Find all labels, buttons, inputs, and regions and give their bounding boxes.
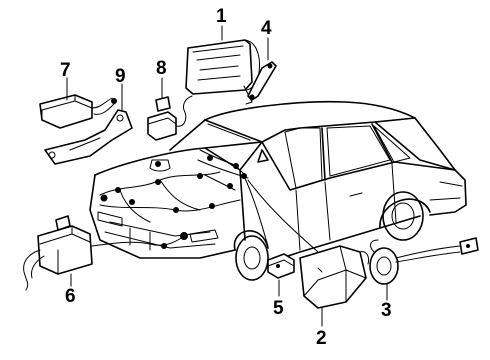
front-impact-sensor xyxy=(39,94,117,129)
callout-6: 6 xyxy=(65,286,76,307)
callout-numbers: 1 4 7 9 8 6 5 2 3 xyxy=(60,6,392,349)
passenger-sensor-connector xyxy=(267,253,295,279)
callout-1: 1 xyxy=(216,6,227,27)
callout-3: 3 xyxy=(381,300,392,321)
callout-5: 5 xyxy=(273,298,284,319)
driver-airbag-module xyxy=(299,245,369,309)
callout-2: 2 xyxy=(316,328,327,349)
sensor-mounting-bracket xyxy=(44,109,133,165)
engine-bay-wiring-harness xyxy=(99,149,249,223)
callout-7: 7 xyxy=(60,60,71,81)
callout-leader-lines xyxy=(66,25,388,327)
airbag-mounting-bracket xyxy=(247,61,277,101)
callout-9: 9 xyxy=(115,66,126,87)
sedan-car-illustration xyxy=(89,100,467,281)
callout-8: 8 xyxy=(156,58,167,79)
diagnostic-sensor-unit xyxy=(147,95,193,141)
airbag-diagnostic-module xyxy=(23,215,188,291)
airbag-clockspring-coil xyxy=(369,237,479,285)
callout-4: 4 xyxy=(261,18,272,39)
driver-side-harness xyxy=(243,175,319,253)
passenger-airbag-module xyxy=(185,39,260,105)
